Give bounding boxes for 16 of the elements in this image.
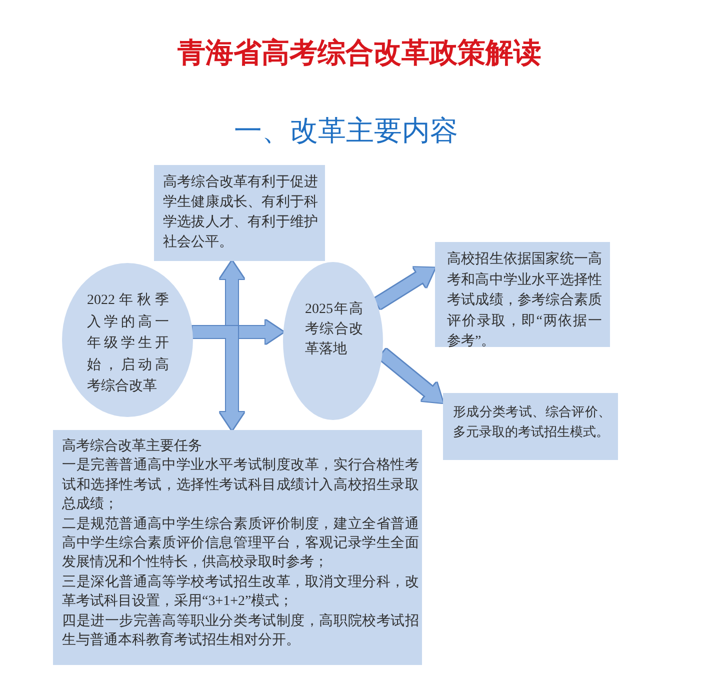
text-box (154, 165, 325, 261)
box-text: 高校招生依据国家统一高考和高中学业水平选择性考试成绩，参考综合素质评价录取，即“两依据一参考”。 (447, 250, 602, 351)
box-text: 形成分类考试、综合评价、多元录取的考试招生模式。 (453, 403, 611, 441)
text-box (53, 430, 422, 665)
box-text: 四是进一步完善高等职业分类考试制度，高职院校考试招生与普通本科教育考试招生相对分开。 (62, 612, 419, 650)
box-text: 高考综合改革有利于促进学生健康成长、有利于科学选拔人才、有利于维护社会公平。 (163, 173, 318, 252)
box-text: 2022年秋季入学的高一年级学生开始，启动高考综合改革 (87, 292, 169, 396)
text-box (443, 393, 618, 460)
box-text: 一是完善普通高中学业水平考试制度改革，实行合格性考试和选择性考试，选择性考试科目成绩计入高校招生录取总成绩； (62, 456, 419, 514)
box-text: 三是深化普通高等学校考试招生改革，取消文理分科，改革考试科目设置，采用“3+1+2”模式； (62, 573, 419, 612)
page-title: 青海省高考综合改革政策解读 (178, 36, 542, 71)
text-box (435, 242, 610, 347)
box-text: 2025年高考综合改革落地 (305, 300, 363, 359)
section-heading: 一、改革主要内容 (234, 114, 458, 148)
box-heading: 高考综合改革主要任务 (62, 437, 203, 456)
box-text: 二是规范普通高中学生综合素质评价制度，建立全省普通高中学生综合素质评价信息管理平台，客观记录学生全面发展情况和个性特长，供高校录取时参考； (62, 515, 419, 572)
